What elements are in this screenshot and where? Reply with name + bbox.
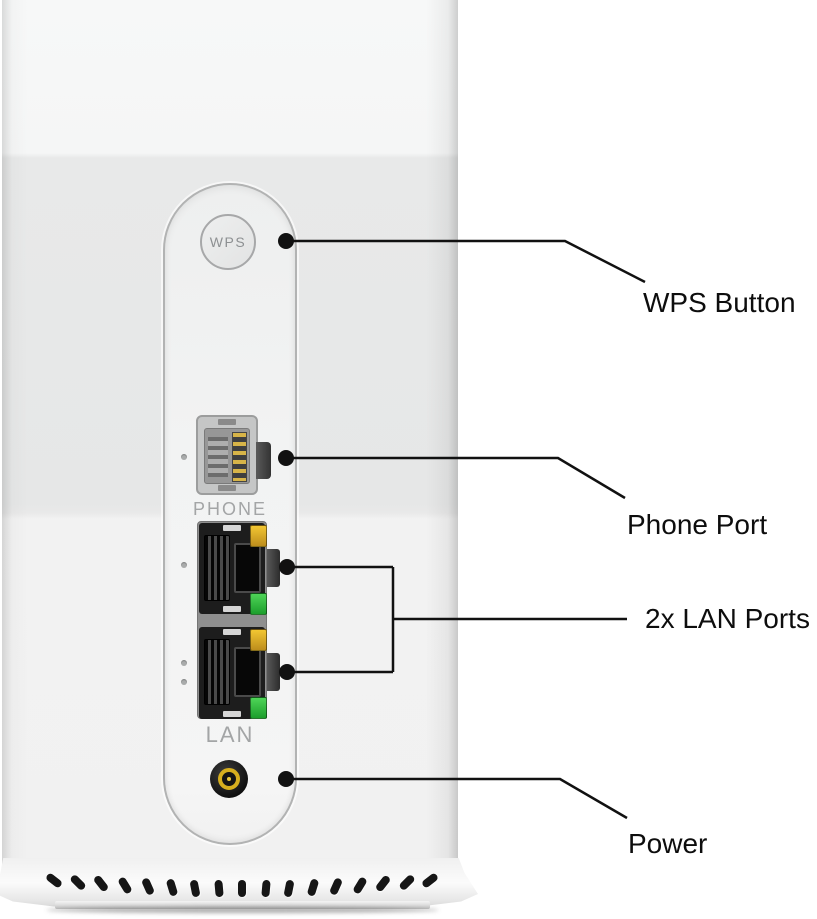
lan-port-socket — [234, 543, 261, 593]
lan1-led-green — [250, 593, 267, 615]
lan-port-housing — [197, 521, 267, 719]
phone-port-latch — [256, 442, 271, 479]
lan2-led-yellow — [250, 629, 267, 651]
lan2-indicator-dot — [181, 660, 187, 666]
recessed-port-panel — [163, 183, 297, 845]
vent-slot — [68, 873, 87, 892]
vent-slot — [116, 876, 133, 895]
vent-slot — [351, 876, 368, 895]
lan2-latch — [267, 653, 280, 691]
vent-slot — [397, 873, 416, 892]
lan2-indicator-dot — [181, 679, 187, 685]
phone-port-opening — [204, 428, 250, 484]
vent-slot — [165, 878, 178, 897]
phone-port-notch — [218, 419, 236, 425]
lan1-indicator-dot — [181, 562, 187, 568]
callout-label-wps: WPS Button — [643, 287, 796, 318]
phone-port-slots — [208, 437, 228, 477]
phone-port — [196, 415, 271, 495]
lan-port-notch — [223, 606, 241, 612]
callout-label-power: Power — [628, 828, 708, 859]
lan1-latch — [267, 549, 280, 587]
base-foot — [55, 901, 430, 909]
wps-button-text: WPS — [209, 234, 247, 250]
phone-indicator-dot — [181, 454, 187, 460]
base-shadow — [46, 907, 439, 913]
power-jack-pin — [227, 777, 231, 781]
wps-button: WPS — [200, 214, 256, 270]
power-jack — [210, 760, 248, 798]
callout-label-lan: 2x LAN Ports — [645, 603, 810, 634]
lan2-led-green — [250, 697, 267, 719]
lan-port-notch — [223, 629, 241, 635]
vent-slot — [238, 880, 246, 897]
phone-port-pins — [232, 432, 247, 482]
callout-label-phone: Phone Port — [627, 509, 768, 540]
vent-slot — [213, 879, 224, 898]
lan-port-caption: LAN — [205, 722, 255, 747]
phone-port-notch — [218, 485, 236, 491]
vent-slot — [92, 874, 110, 893]
lan1-led-yellow — [250, 525, 267, 547]
lan-port-pins — [204, 639, 230, 705]
vent-row — [44, 872, 440, 900]
vent-slot — [283, 879, 295, 898]
vent-slot — [374, 874, 392, 893]
lan-port-notch — [223, 711, 241, 717]
phone-port-caption: PHONE — [192, 499, 267, 519]
lan-port-socket — [234, 647, 261, 697]
vent-slot — [189, 879, 201, 898]
vent-slot — [306, 878, 319, 897]
lan-port-notch — [223, 525, 241, 531]
vent-slot — [140, 877, 156, 896]
vent-slot — [328, 877, 344, 896]
lan-port-pins — [204, 535, 230, 601]
vent-slot — [260, 879, 271, 898]
